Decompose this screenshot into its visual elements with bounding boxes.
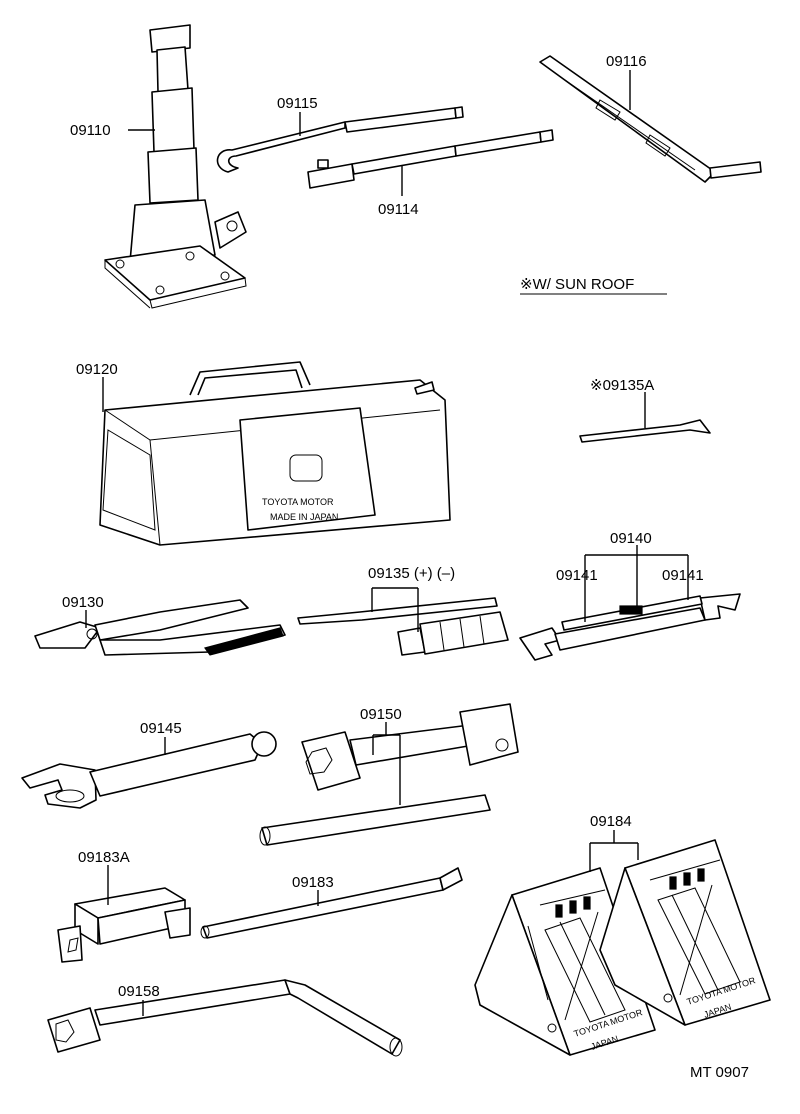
label-09135a: ※09135A <box>590 377 654 394</box>
extension-rod-drawing <box>307 129 554 189</box>
pliers-drawing <box>34 599 286 656</box>
label-09145: 09145 <box>140 720 182 737</box>
label-09184: 09184 <box>590 813 632 830</box>
label-09150: 09150 <box>360 706 402 723</box>
wheel-chocks-drawing: TOYOTA MOTOR JAPAN TOYOTA MOTOR JAPAN <box>474 839 771 1056</box>
bracket-drawing <box>57 887 191 963</box>
label-09116: 09116 <box>606 53 647 70</box>
label-09114: 09114 <box>378 201 419 218</box>
screwdriver-drawing <box>297 597 509 656</box>
label-09130: 09130 <box>62 594 104 611</box>
adjustable-wrench-drawing <box>21 731 277 809</box>
jack-drawing <box>104 24 247 309</box>
label-09115: 09115 <box>277 95 318 112</box>
sunroof-note: ※W/ SUN ROOF <box>520 276 634 293</box>
label-09120: 09120 <box>76 361 118 378</box>
label-09183: 09183 <box>292 874 334 891</box>
pry-bar-drawing <box>200 867 463 939</box>
label-09135: 09135 (+) (–) <box>368 565 455 582</box>
lug-wrench-drawing <box>47 979 403 1057</box>
label-09183a: 09183A <box>78 849 130 866</box>
offset-screwdriver-drawing <box>579 419 711 443</box>
label-09158: 09158 <box>118 983 160 1000</box>
open-end-wrenches-drawing <box>519 593 741 661</box>
sunroof-handle-drawing <box>539 55 762 183</box>
label-09141-left: 09141 <box>556 567 598 584</box>
wheel-nut-wrench-drawing <box>259 703 519 846</box>
hook-rod-drawing <box>216 106 464 173</box>
label-09141-right: 09141 <box>662 567 704 584</box>
figure-code: MT 0907 <box>690 1064 749 1081</box>
bag-brand-marking: TOYOTA MOTOR <box>262 497 334 507</box>
label-09110: 09110 <box>70 122 111 139</box>
bag-origin-marking: MADE IN JAPAN <box>270 512 338 522</box>
tool-bag-drawing: TOYOTA MOTOR MADE IN JAPAN <box>99 361 451 546</box>
label-09140: 09140 <box>610 530 652 547</box>
